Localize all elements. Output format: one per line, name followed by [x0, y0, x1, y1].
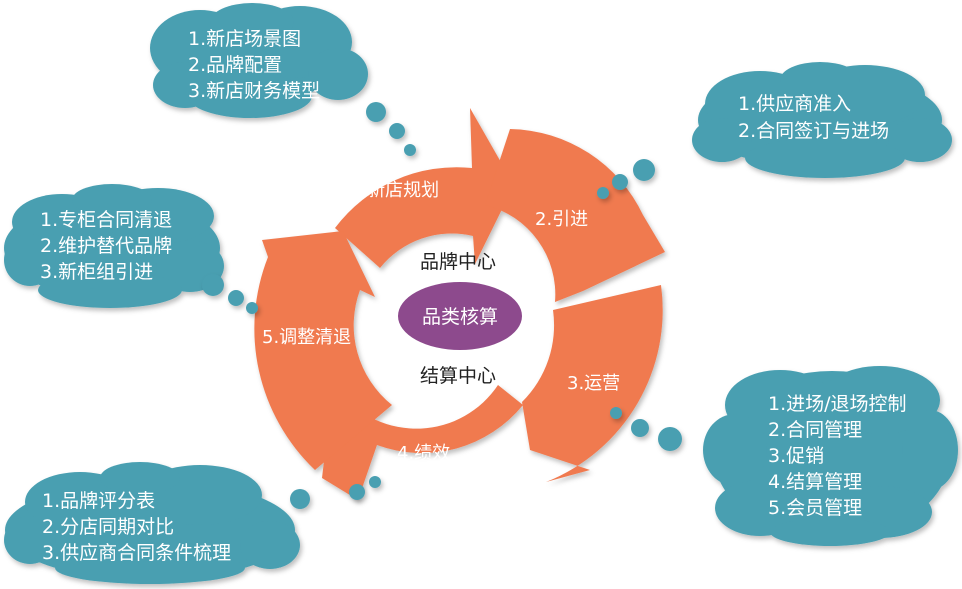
segment-operation-shape: [522, 285, 663, 482]
segment-performance-shape: [322, 385, 523, 500]
cloud-new-store: 1.新店场景图 2.品牌配置 3.新店财务模型: [150, 3, 416, 156]
segment-new-store-shape: [335, 108, 514, 268]
cloud-import-shape: [692, 62, 952, 178]
cloud-adjust-line-2: 2.维护替代品牌: [40, 235, 172, 257]
segment-label-import: 2.引进: [535, 209, 588, 230]
core-label: 品类核算: [422, 306, 498, 328]
cloud-operation-dots: [610, 407, 682, 451]
cloud-operation-line-4: 4.结算管理: [768, 471, 862, 493]
cloud-performance-shape: [4, 462, 300, 584]
segment-import-shape: [485, 129, 665, 302]
cloud-adjust: 1.专柜合同清退 2.维护替代品牌 3.新柜组引进: [4, 184, 258, 314]
cloud-operation-line-3: 3.促销: [768, 445, 824, 467]
segment-adjust-shape: [254, 231, 392, 470]
segment-label-adjust: 5.调整清退: [262, 327, 351, 348]
cloud-performance: 1.品牌评分表 2.分店同期对比 3.供应商合同条件梳理: [4, 462, 381, 584]
segment-label-performance: 4.绩效: [397, 443, 450, 464]
cloud-import-dots: [597, 159, 655, 199]
cloud-operation-line-5: 5.会员管理: [768, 497, 862, 519]
cloud-performance-line-3: 3.供应商合同条件梳理: [42, 542, 231, 564]
cloud-performance-dots: [290, 476, 381, 509]
cloud-import-line-1: 1.供应商准入: [738, 93, 851, 115]
segment-label-new-store: 1.新店规划: [350, 180, 439, 201]
cloud-adjust-line-1: 1.专柜合同清退: [40, 209, 172, 231]
cloud-new-store-line-2: 2.品牌配置: [188, 54, 282, 76]
cloud-performance-line-2: 2.分店同期对比: [42, 516, 174, 538]
cloud-import: 1.供应商准入 2.合同签订与进场: [597, 62, 952, 199]
cloud-adjust-shape: [4, 184, 224, 308]
cloud-performance-line-1: 1.品牌评分表: [42, 490, 155, 512]
segment-label-operation: 3.运营: [567, 373, 620, 394]
core-ellipse: [398, 282, 522, 350]
cloud-new-store-line-1: 1.新店场景图: [188, 28, 301, 50]
cloud-adjust-line-3: 3.新柜组引进: [40, 261, 153, 283]
cloud-operation-line-2: 2.合同管理: [768, 419, 862, 441]
cloud-operation-shape: [703, 366, 958, 546]
cycle-ring: [254, 108, 665, 500]
cloud-new-store-dots: [366, 102, 416, 156]
cloud-adjust-dots: [202, 274, 258, 314]
center-bottom-label: 结算中心: [420, 365, 496, 387]
cloud-operation: 1.进场/退场控制 2.合同管理 3.促销 4.结算管理 5.会员管理: [610, 366, 958, 546]
cloud-new-store-shape: [150, 3, 368, 118]
cloud-new-store-line-3: 3.新店财务模型: [188, 80, 320, 102]
cloud-import-line-2: 2.合同签订与进场: [738, 120, 889, 142]
center-top-label: 品牌中心: [420, 251, 496, 273]
cloud-operation-line-1: 1.进场/退场控制: [768, 393, 907, 415]
